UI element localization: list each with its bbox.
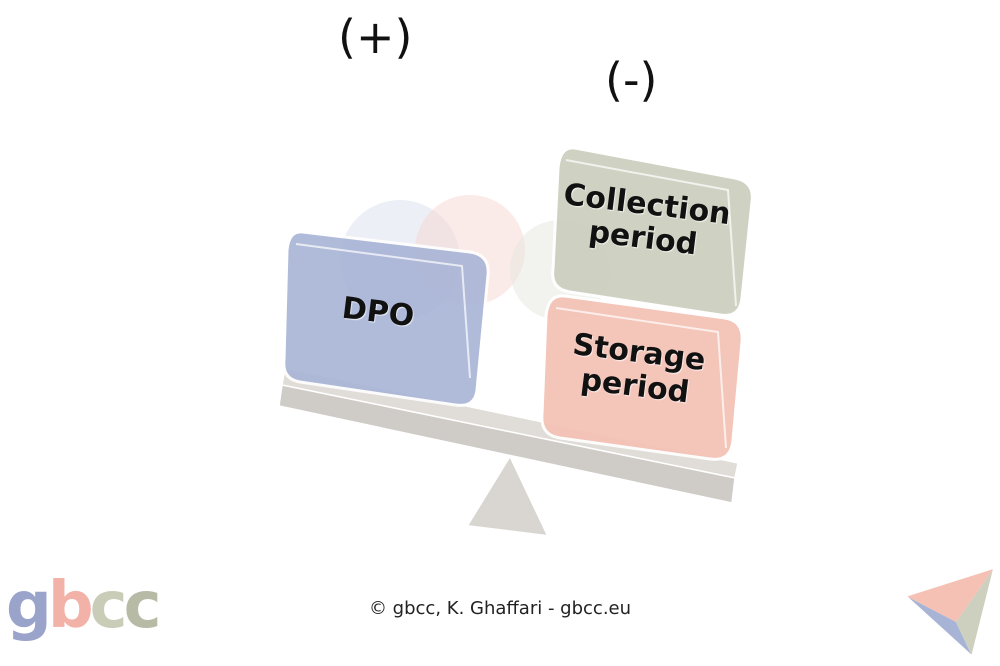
logo-letter-c2: c bbox=[123, 569, 162, 643]
minus-sign: (-) bbox=[605, 53, 658, 107]
logo-letter-c1: c bbox=[89, 569, 128, 643]
logo-letter-g: g bbox=[6, 569, 52, 643]
copyright-footer: © gbcc, K. Ghaffari - gbcc.eu bbox=[368, 598, 632, 619]
logo-letter-b: b bbox=[47, 569, 94, 643]
storage-box bbox=[540, 294, 744, 461]
collection-box bbox=[551, 146, 754, 317]
triangle-arrow-icon bbox=[905, 566, 996, 658]
dpo-box bbox=[282, 230, 490, 407]
plus-sign: (+) bbox=[338, 10, 413, 64]
fulcrum bbox=[465, 453, 550, 538]
gbcc-logo: gbcc bbox=[6, 574, 161, 638]
